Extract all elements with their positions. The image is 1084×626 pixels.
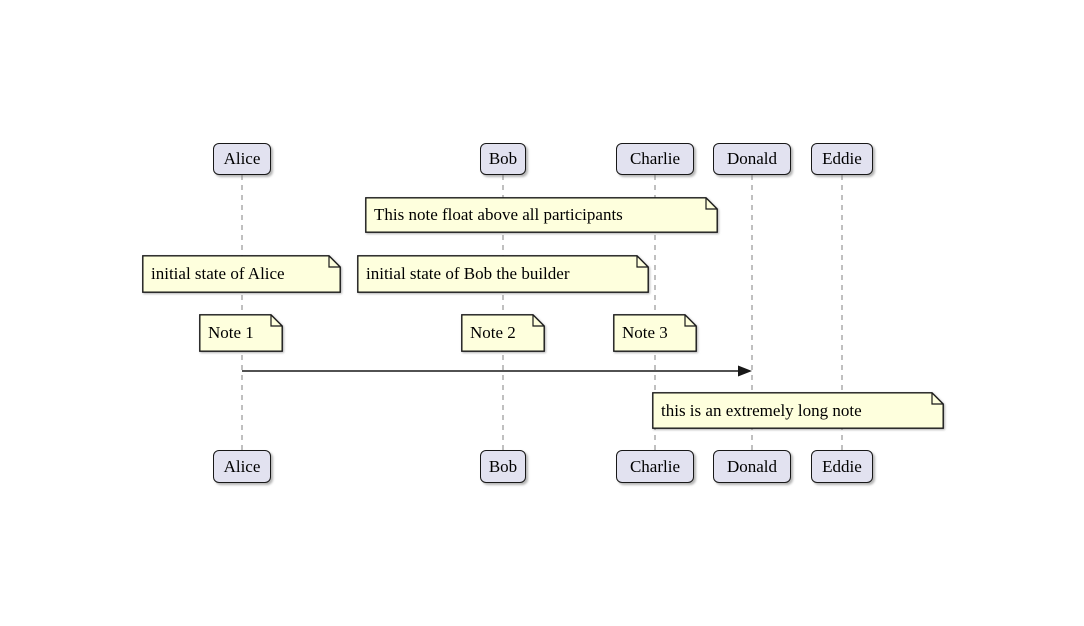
note-shape	[652, 392, 944, 429]
participant-label: Bob	[488, 149, 518, 168]
note-shape	[357, 255, 649, 293]
note-extremely-long: this is an extremely long note	[652, 392, 944, 429]
participant-label: Donald	[726, 456, 778, 476]
participant-bob-top: Bob	[480, 143, 526, 175]
participant-label: Donald	[726, 149, 778, 168]
note-text: this is an extremely long note	[661, 400, 862, 420]
note-text: Note 1	[208, 323, 254, 342]
participant-alice-top: Alice	[213, 143, 271, 175]
participant-bob-bottom: Bob	[480, 450, 526, 483]
note-shape	[365, 197, 718, 233]
participant-label: Bob	[488, 456, 518, 476]
participant-label: Charlie	[629, 149, 681, 168]
participant-donald-bottom: Donald	[713, 450, 791, 483]
note-text: Note 2	[470, 323, 516, 342]
participant-eddie-bottom: Eddie	[811, 450, 873, 483]
participant-donald-top: Donald	[713, 143, 791, 175]
participant-label: Eddie	[822, 456, 862, 476]
note-text: Note 3	[622, 323, 668, 342]
note-shape	[142, 255, 341, 293]
note-2: Note 2	[461, 314, 545, 352]
note-alice-state: initial state of Alice	[142, 255, 341, 293]
participant-eddie-top: Eddie	[811, 143, 873, 175]
participant-label: Eddie	[822, 149, 862, 168]
participant-alice-bottom: Alice	[213, 450, 271, 483]
participant-label: Charlie	[629, 456, 681, 476]
note-bob-state: initial state of Bob the builder	[357, 255, 649, 293]
arrowhead-icon	[738, 365, 752, 377]
note-3: Note 3	[613, 314, 697, 352]
note-floating: This note float above all participants	[365, 197, 718, 233]
note-shape	[199, 314, 283, 352]
participant-charlie-bottom: Charlie	[616, 450, 694, 483]
message-arrow-alice-to-donald	[242, 365, 752, 377]
note-shape	[461, 314, 545, 352]
participant-label: Alice	[223, 456, 261, 476]
note-text: initial state of Bob the builder	[366, 264, 570, 283]
participant-label: Alice	[223, 149, 261, 168]
note-shape	[613, 314, 697, 352]
note-text: initial state of Alice	[151, 264, 285, 283]
participant-charlie-top: Charlie	[616, 143, 694, 175]
note-1: Note 1	[199, 314, 283, 352]
note-text: This note float above all participants	[374, 205, 623, 224]
